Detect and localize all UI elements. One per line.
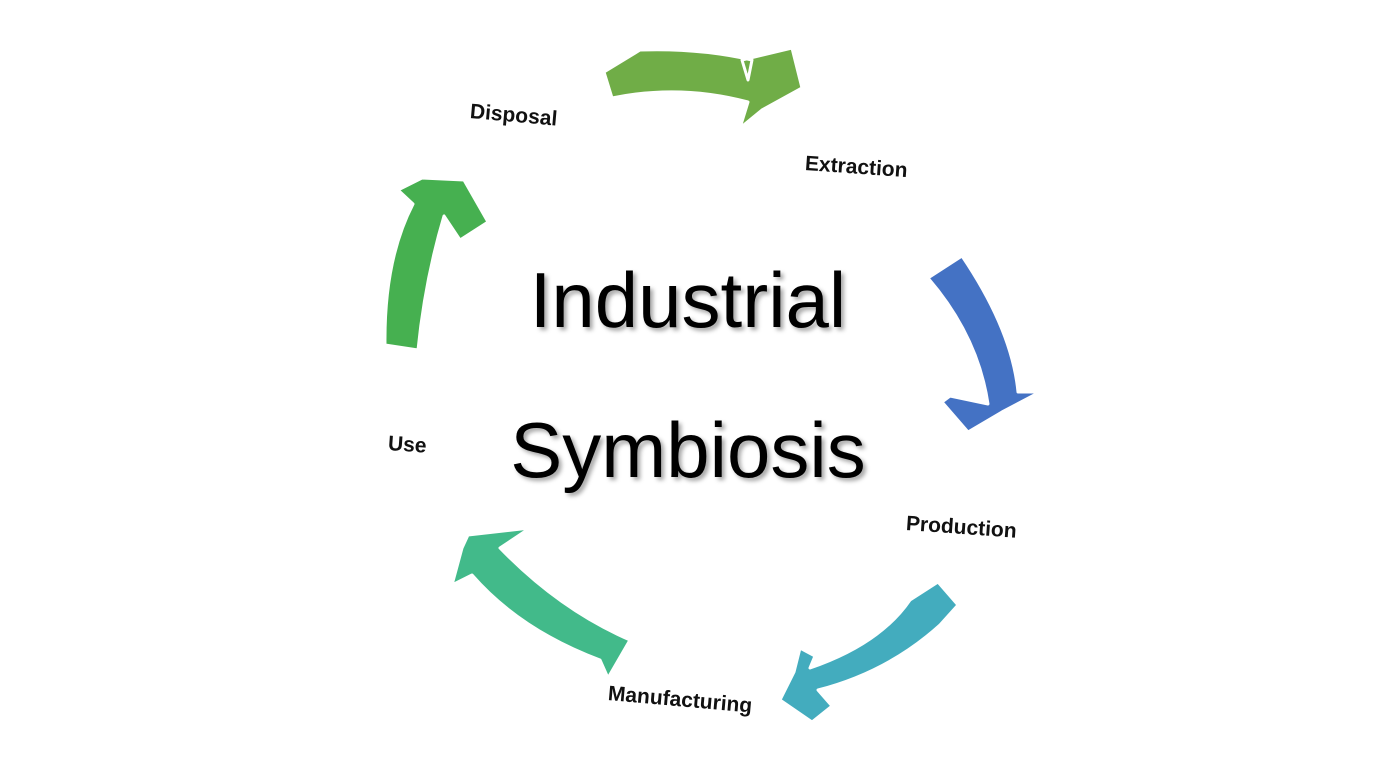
arrow-manufacturing-to-use — [450, 526, 632, 680]
arrow-extraction-to-production — [926, 254, 1042, 434]
arrow-disposal-to-extraction — [602, 46, 804, 130]
title-line-1: Industrial — [529, 256, 847, 344]
stage-label-use: Use — [387, 432, 428, 458]
arrow-production-to-manufacturing — [778, 580, 960, 724]
title-line-2: Symbiosis — [510, 406, 866, 494]
arrow-use-to-disposal — [383, 176, 490, 352]
